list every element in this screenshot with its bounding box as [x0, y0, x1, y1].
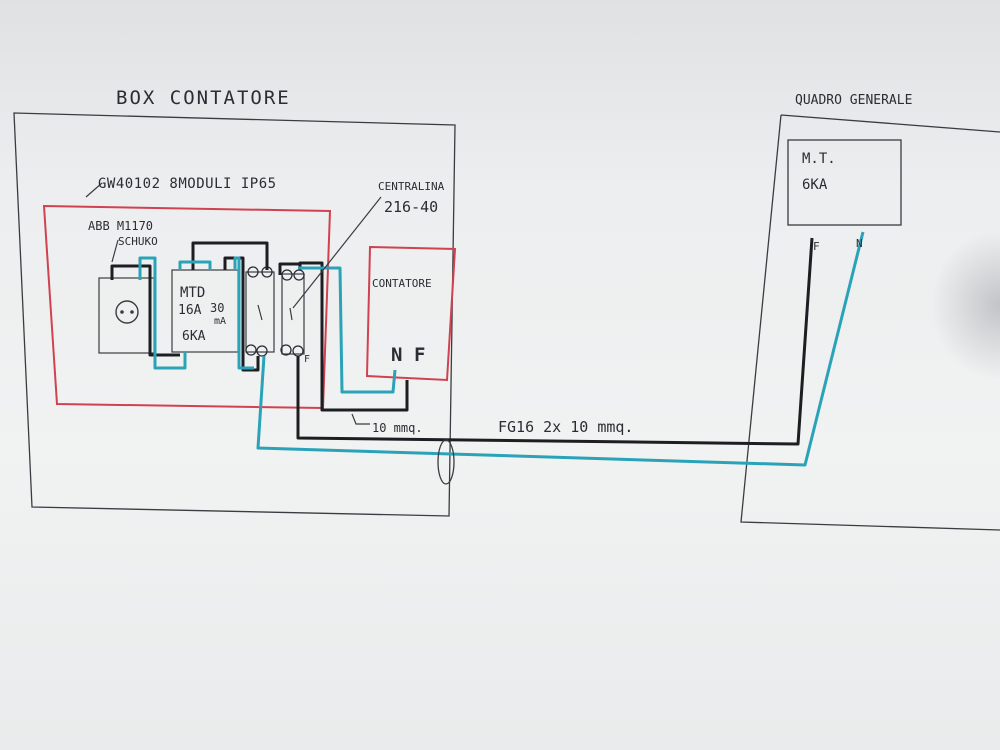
abb-leader-line — [111, 239, 119, 263]
cable-sheath-marker — [437, 439, 455, 485]
mtd-label-line3: 30 — [210, 301, 224, 315]
terminal-f-label: F — [304, 354, 310, 365]
terminal-block-1 — [245, 271, 275, 353]
mtd-label-line2: 16A — [178, 303, 202, 318]
terminal-label-line1: CENTRALINA — [378, 180, 445, 193]
small-wire-label: 10 mmq. — [372, 421, 423, 435]
terminal-marker-1 — [257, 304, 263, 321]
abb-label-line1: ABB M1170 — [88, 219, 153, 233]
terminal-leader-line — [292, 196, 382, 309]
schuko-socket-box — [98, 277, 155, 354]
panel-n-label: N — [856, 237, 863, 250]
socket-icon — [115, 300, 139, 324]
terminal-screws-bottom — [245, 344, 304, 357]
cyan-wire-feeder — [256, 231, 865, 467]
mtd-label-line1: MTD — [180, 285, 205, 301]
enclosure-leader — [85, 182, 103, 198]
mt-breaker-box — [787, 139, 902, 226]
meter-outline — [365, 245, 457, 382]
quadro-generale-label: QUADRO GENERALE — [795, 93, 912, 108]
box-title-label: BOX CONTATORE — [116, 87, 291, 109]
panel-f-label: F — [813, 240, 820, 253]
socket-pin-left — [120, 310, 124, 314]
paper-shadow — [930, 230, 1000, 380]
mt-label-line2: 6KA — [802, 177, 828, 193]
mt-label-line1: M.T. — [802, 151, 836, 167]
black-wires-internal — [110, 241, 409, 412]
small-wire-leader — [351, 413, 370, 425]
meter-n-label: N — [391, 344, 402, 366]
cyan-wires-internal — [138, 256, 397, 394]
black-wire-feeder — [296, 237, 814, 446]
abb-label-line2: SCHUKO — [118, 235, 158, 248]
terminal-label-line2: 216-40 — [384, 198, 438, 216]
socket-pin-right — [130, 310, 134, 314]
terminal-block-2 — [281, 273, 305, 355]
enclosure-label: GW40102 8MODULI IP65 — [98, 176, 277, 192]
box-contatore-outline — [13, 112, 456, 517]
meter-label: CONTATORE — [372, 277, 432, 290]
meter-f-label: F — [414, 344, 425, 366]
mtd-label-line4: mA — [214, 316, 226, 327]
cable-label: FG16 2x 10 mmq. — [498, 418, 633, 436]
quadro-generale-outline — [740, 114, 1000, 531]
terminal-marker-2 — [289, 307, 293, 321]
mtd-label-line5: 6KA — [182, 329, 206, 344]
